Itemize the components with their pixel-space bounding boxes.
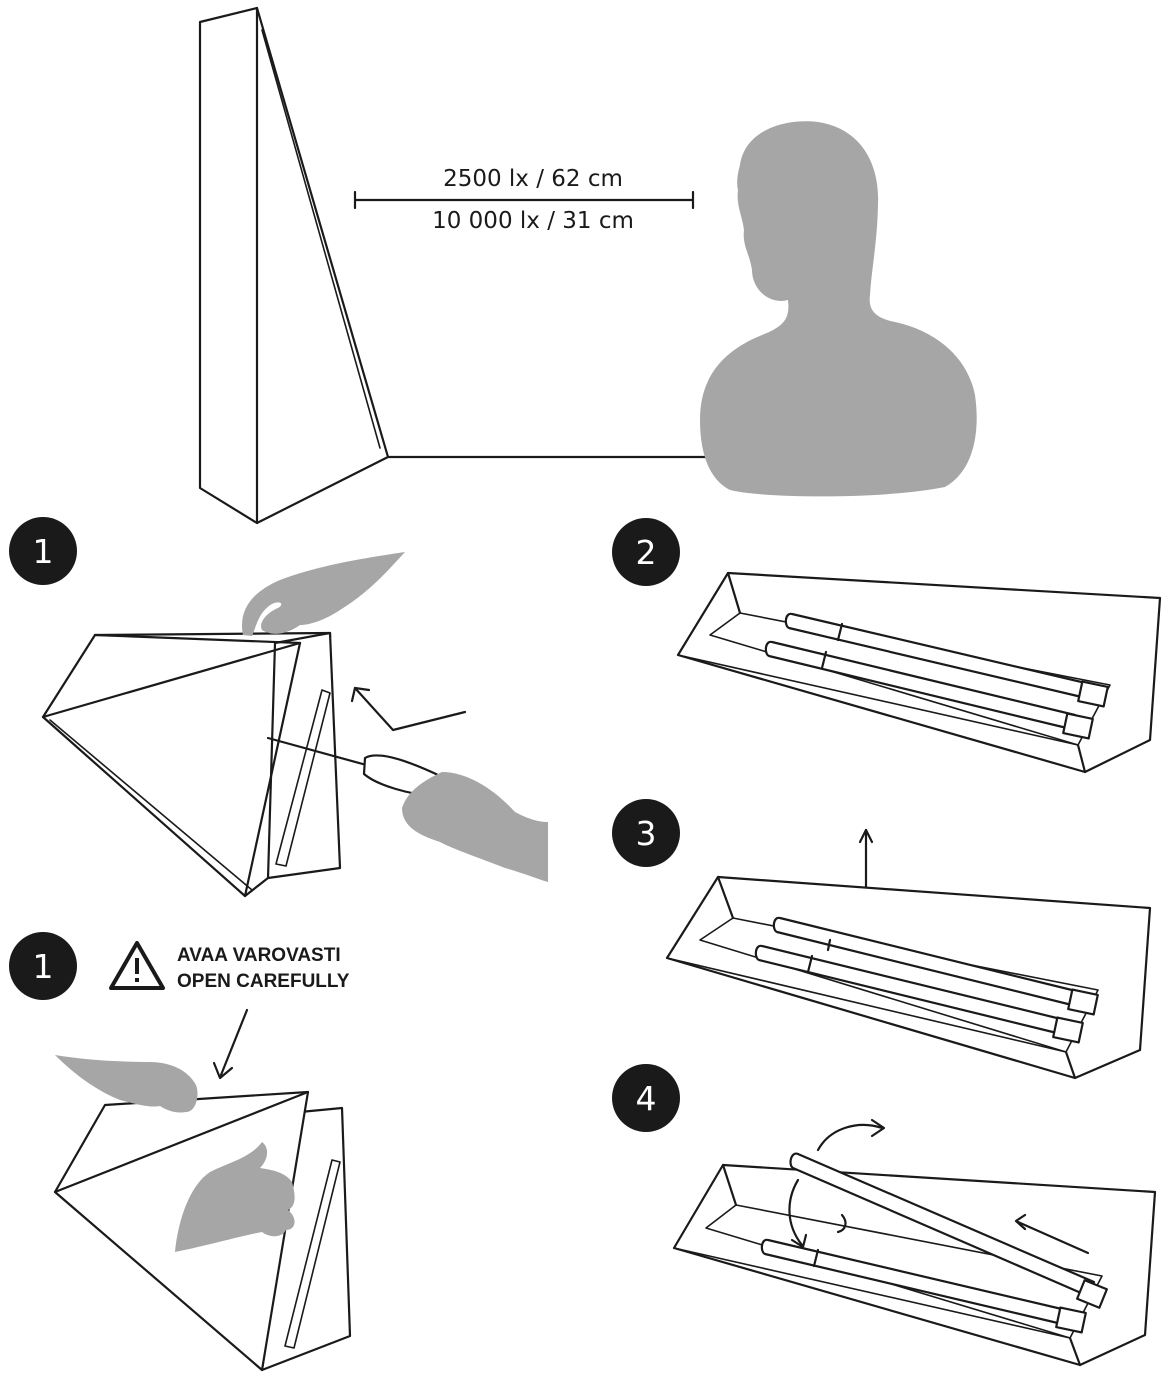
step-2-lamp-tubes: [676, 571, 1162, 774]
step-4-twist-icon: [836, 1213, 847, 1234]
step-1-lamp-open: [41, 631, 444, 898]
distance-indicator: 2500 lx / 62 cm 10 000 lx / 31 cm: [353, 166, 695, 234]
svg-text:4: 4: [636, 1079, 657, 1118]
step-4-tube-removed: [789, 1152, 1108, 1309]
step-4-down-arrow-icon: [788, 1178, 804, 1247]
step-1-badge: 1: [9, 517, 77, 585]
svg-text:1: 1: [33, 947, 54, 986]
hand-lift-icon: [55, 1055, 198, 1113]
svg-text:2: 2: [636, 533, 657, 572]
step-4-slide-arrow-icon: [1016, 1220, 1090, 1255]
distance-label-10000: 10 000 lx / 31 cm: [432, 208, 634, 234]
step-3-tube-1: [772, 916, 1099, 1016]
step-3-tube-2: [754, 944, 1084, 1044]
warning-text-english: OPEN CAREFULLY: [177, 971, 350, 992]
hand-hold-icon: [175, 1142, 295, 1252]
step-2-badge: 2: [612, 518, 680, 586]
warning-text-finnish: AVAA VAROVASTI: [177, 945, 341, 966]
step-3-badge: 3: [612, 799, 680, 867]
step-4-swing-arrow-icon: [816, 1123, 884, 1152]
step-1-arrow-icon: [353, 686, 467, 732]
lamp-side-view: [198, 6, 390, 525]
step-3-lamp-tubes: [665, 875, 1152, 1080]
distance-label-2500: 2500 lx / 62 cm: [443, 166, 623, 192]
svg-text:1: 1: [33, 532, 54, 571]
step-1b-badge: 1: [9, 932, 77, 1000]
warning-arrow-icon: [219, 1008, 249, 1077]
hand-screwdriver-icon: [402, 772, 548, 882]
person-silhouette: [700, 121, 977, 497]
step-4-lamp-tubes: [672, 1152, 1157, 1367]
step-4-tube-installed: [760, 1238, 1087, 1334]
svg-text:3: 3: [636, 814, 657, 853]
warning-triangle-icon: [109, 941, 165, 990]
step-4-badge: 4: [612, 1064, 680, 1132]
hand-top-icon: [242, 552, 405, 636]
step-2-tube-2: [764, 640, 1094, 740]
step-2-tube-1: [784, 612, 1109, 708]
